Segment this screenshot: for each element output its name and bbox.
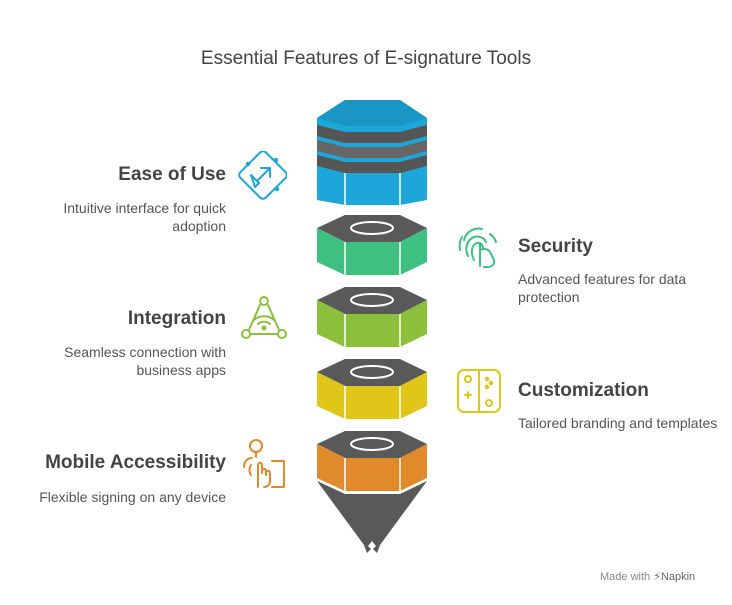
napkin-logo-icon: ⚡: [653, 571, 661, 583]
feature-desc-security: Advanced features for data protection: [518, 271, 687, 305]
feature-title-ease-of-use: Ease of Use: [118, 164, 226, 185]
stack-segment-mobile-accessibility: [317, 431, 427, 491]
feature-desc-customization: Tailored branding and templates: [518, 415, 718, 431]
feature-desc-mobile-accessibility: Flexible signing on any device: [39, 489, 226, 505]
touch-device-icon: [243, 439, 285, 488]
footer-prefix: Made with: [600, 571, 651, 583]
feature-title-security: Security: [518, 236, 593, 257]
fingerprint-icon: [458, 227, 497, 268]
stack-segment-integration: [317, 287, 427, 347]
stack-segment-ease-of-use: [317, 100, 427, 205]
stack-segment-security: [317, 215, 427, 275]
feature-title-customization: Customization: [518, 380, 649, 401]
pointer-cursor-icon: [238, 151, 287, 200]
footer-credit: Made with ⚡Napkin: [600, 570, 695, 583]
game-controller-icon: [457, 369, 501, 413]
wifi-network-icon: [241, 296, 287, 339]
feature-desc-integration: Seamless connection with business apps: [64, 344, 226, 378]
stack-segment-customization: [317, 359, 427, 419]
feature-desc-ease-of-use: Intuitive interface for quick adoption: [63, 200, 226, 234]
pencil-tip: [317, 481, 427, 553]
diagram-title: Essential Features of E-signature Tools: [200, 48, 532, 69]
feature-title-integration: Integration: [127, 308, 226, 329]
feature-title-mobile-accessibility: Mobile Accessibility: [45, 452, 226, 473]
footer-brand: Napkin: [660, 571, 696, 583]
